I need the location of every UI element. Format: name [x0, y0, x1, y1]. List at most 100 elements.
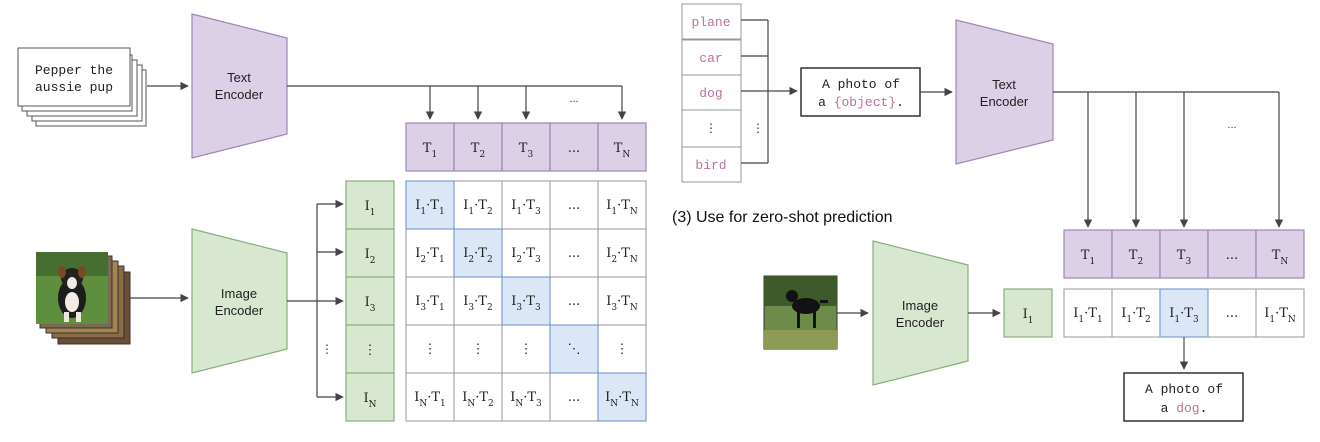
matrix-cell-2-4 [549, 228, 599, 278]
matrix-cell-2-3 [501, 228, 551, 278]
right-text-bus: ... [1053, 91, 1284, 228]
left-text-bus: ... [287, 85, 627, 120]
matrix-cell-2-5 [597, 228, 647, 278]
left-image-encoder-label-2: Encoder [215, 303, 264, 318]
right-text-encoder-label-2: Encoder [980, 94, 1029, 109]
left-i-cell-5-label: IN [363, 391, 376, 410]
left-t-cell-2-box [453, 122, 503, 172]
text-input-line-2: aussie pup [35, 80, 113, 95]
matrix-value-1-4: ... [568, 198, 580, 213]
matrix-diagonal-outline-4 [549, 324, 599, 374]
matrix-value-5-5: IN·TN [605, 390, 639, 409]
text-input-stack: Pepper the aussie pup [17, 47, 147, 127]
matrix-diagonal-outline-3 [501, 276, 551, 326]
matrix-cell-2-1 [405, 228, 455, 278]
prediction-line-1: A photo of [1145, 382, 1223, 397]
right-t-cell-3-box [1159, 229, 1209, 279]
right-image-embedding: I1 [1003, 288, 1053, 338]
class-label-dog: dog [699, 86, 722, 101]
matrix-value-1-5: I1·TN [606, 198, 638, 217]
left-i-cell-1-box [345, 180, 395, 230]
matrix-cell-2-2 [453, 228, 503, 278]
right-t-cell-5-label: TN [1272, 248, 1289, 267]
left-t-cell-3-label: T3 [519, 141, 534, 160]
matrix-value-3-1: I3·T1 [415, 294, 444, 313]
right-t-cell-2-label: T2 [1129, 248, 1143, 267]
product-cell-2 [1111, 288, 1161, 338]
right-i-cell-1-box [1003, 288, 1053, 338]
product-cell-1 [1063, 288, 1113, 338]
right-image-encoder: Image Encoder [872, 240, 969, 386]
left-image-encoder: Image Encoder [191, 228, 288, 374]
text-input-line-1: Pepper the [35, 63, 113, 78]
matrix-value-2-4: ... [568, 246, 580, 261]
matrix-cell-5-3 [501, 372, 551, 422]
matrix-value-2-3: I2·T3 [511, 246, 541, 265]
matrix-cell-4-5 [597, 324, 647, 374]
puppy-photo [36, 252, 108, 324]
left-image-encoder-label-1: Image [221, 286, 257, 301]
left-text-encoder: Text Encoder [191, 13, 288, 159]
matrix-value-5-1: IN·T1 [414, 390, 446, 409]
left-i-cell-2-label: I2 [365, 247, 376, 266]
right-image-encoder-label-1: Image [902, 298, 938, 313]
class-label-car: car [699, 51, 722, 66]
section-title: (3) Use for zero-shot prediction [672, 209, 893, 226]
class-label-bird: bird [695, 158, 726, 173]
class-label-box-plane [681, 3, 742, 40]
product-value-2: I1·T2 [1121, 306, 1150, 325]
matrix-value-4-2: ⋮ [472, 342, 485, 357]
left-i-cell-5-box [345, 372, 395, 422]
matrix-diagonal-outline-5 [597, 372, 647, 422]
matrix-cell-5-2 [453, 372, 503, 422]
left-t-cell-3-box [501, 122, 551, 172]
left-bus-side-ellipsis: ⋮ [321, 342, 333, 356]
class-label-list: plane car dog bird [681, 3, 742, 183]
left-image-bus: ⋮ [287, 199, 344, 402]
right-text-encoder-label-1: Text [992, 77, 1016, 92]
matrix-value-2-1: I2·T1 [415, 246, 444, 265]
matrix-value-5-2: IN·T2 [462, 390, 494, 409]
matrix-cell-3-5 [597, 276, 647, 326]
left-i-cell-3-box [345, 276, 395, 326]
class-label-plane: plane [691, 15, 730, 30]
matrix-value-3-3: I3·T3 [511, 294, 541, 313]
right-t-cell-5-box [1255, 229, 1305, 279]
left-i-cell-4-box [345, 324, 395, 374]
left-t-cell-5-label: TN [614, 141, 631, 160]
matrix-diagonal-outline-1 [405, 180, 455, 230]
left-bus-ellipsis: ... [569, 93, 578, 105]
class-label-box-dog [681, 74, 742, 111]
matrix-cell-3-4 [549, 276, 599, 326]
right-i-cell-1-label: I1 [1023, 307, 1034, 326]
left-text-encoder-label-2: Encoder [215, 87, 264, 102]
product-cell-5 [1255, 288, 1305, 338]
matrix-value-2-2: I2·T2 [463, 246, 492, 265]
prompt-template-line-1: A photo of [822, 77, 900, 92]
matrix-value-1-1: I1·T1 [415, 198, 444, 217]
matrix-value-5-3: IN·T3 [510, 390, 542, 409]
prediction-output-box: A photo of a dog. [1123, 372, 1244, 422]
left-t-cell-4-label: ... [568, 141, 580, 156]
prediction-word: dog [1176, 401, 1199, 416]
product-value-3: I1·T3 [1169, 306, 1199, 325]
matrix-value-2-5: I2·TN [606, 246, 638, 265]
matrix-value-3-2: I3·T2 [463, 294, 492, 313]
right-t-cell-4-label: ... [1226, 248, 1238, 263]
left-text-encoder-label-1: Text [227, 70, 251, 85]
matrix-value-4-5: ⋮ [616, 342, 629, 357]
product-cell-4 [1207, 288, 1257, 338]
product-value-4: ... [1226, 306, 1238, 321]
prompt-template-box: A photo of a {object}. [800, 67, 921, 117]
left-i-cell-4-label: ⋮ [364, 343, 377, 358]
left-t-cell-4-box [549, 122, 599, 172]
class-label-box-bird [681, 146, 742, 183]
prediction-line-2: a dog. [1161, 401, 1208, 416]
